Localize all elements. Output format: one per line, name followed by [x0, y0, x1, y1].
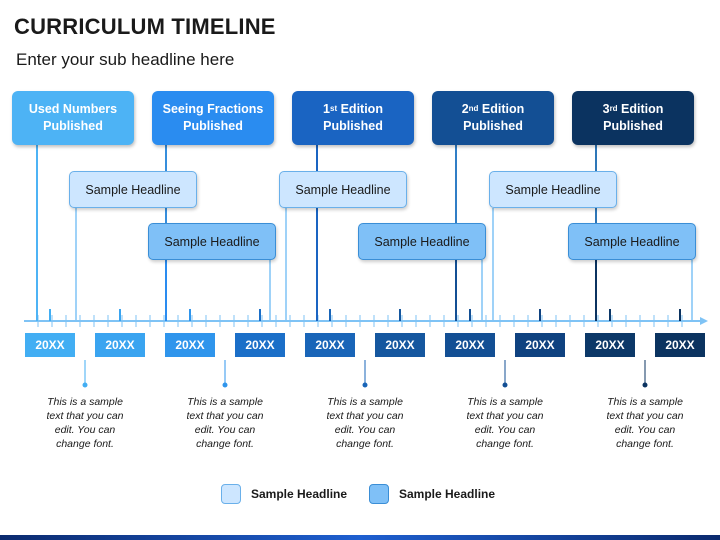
headline-box: Sample Headline — [489, 171, 617, 208]
description-line: edit. You can — [334, 424, 396, 436]
description-line: change font. — [616, 438, 674, 450]
description-line: This is a sample — [327, 396, 403, 408]
axis-arrow — [700, 317, 708, 325]
description-line: change font. — [476, 438, 534, 450]
description-line: This is a sample — [187, 396, 263, 408]
description-line: change font. — [336, 438, 394, 450]
milestone-label-rest: Edition — [478, 102, 525, 116]
milestone-ordinal: rd — [609, 104, 618, 113]
description-line: edit. You can — [54, 424, 116, 436]
milestone-ordinal: st — [330, 104, 338, 113]
year-label: 20XX — [585, 333, 635, 357]
description-text: This is a sample text that you can edit. Y… — [310, 395, 420, 451]
description-line: text that you can — [326, 410, 404, 422]
description-line: edit. You can — [614, 424, 676, 436]
milestone-label: 3 — [602, 102, 610, 116]
description-dot — [362, 382, 368, 388]
milestone-label: 1 — [323, 102, 330, 116]
year-label: 20XX — [375, 333, 425, 357]
legend-swatch — [221, 484, 241, 504]
description-line: This is a sample — [467, 396, 543, 408]
description-line: text that you can — [466, 410, 544, 422]
headline-box: Sample Headline — [69, 171, 197, 208]
headline-box: Sample Headline — [279, 171, 407, 208]
description-line: change font. — [56, 438, 114, 450]
year-label: 20XX — [515, 333, 565, 357]
description-line: change font. — [196, 438, 254, 450]
milestone-ordinal: nd — [468, 104, 479, 113]
legend-item: Sample Headline — [369, 484, 495, 504]
description-line: This is a sample — [47, 396, 123, 408]
description-dot — [82, 382, 88, 388]
milestone-label: Used Numbers — [28, 102, 118, 116]
headline-box: Sample Headline — [568, 223, 696, 260]
description-dot — [222, 382, 228, 388]
milestone-label-rest: Edition — [617, 102, 664, 116]
description-line: edit. You can — [194, 424, 256, 436]
year-label: 20XX — [165, 333, 215, 357]
legend-item: Sample Headline — [221, 484, 347, 504]
description-line: text that you can — [606, 410, 684, 422]
page-subtitle: Enter your sub headline here — [16, 50, 235, 69]
legend-label: Sample Headline — [399, 487, 496, 501]
milestone-status: Published — [603, 119, 663, 133]
milestone-label: Seeing Fractions — [162, 102, 264, 116]
bottom-accent-bar — [0, 535, 720, 540]
year-label: 20XX — [445, 333, 495, 357]
description-text: This is a sample text that you can edit. Y… — [170, 395, 280, 451]
year-label: 20XX — [25, 333, 75, 357]
description-dot — [642, 382, 648, 388]
headline-box: Sample Headline — [358, 223, 486, 260]
milestone-status: Published — [323, 119, 383, 133]
year-label: 20XX — [655, 333, 705, 357]
headline-box: Sample Headline — [148, 223, 276, 260]
description-line: This is a sample — [607, 396, 683, 408]
description-text: This is a sample text that you can edit. Y… — [30, 395, 140, 451]
description-text: This is a sample text that you can edit. Y… — [590, 395, 700, 451]
page-title: CURRICULUM TIMELINE — [14, 14, 276, 39]
description-text: This is a sample text that you can edit. Y… — [450, 395, 560, 451]
milestone-status: Published — [43, 119, 103, 133]
description-line: text that you can — [46, 410, 124, 422]
milestone-label: 2 — [461, 102, 469, 116]
milestone-status: Published — [463, 119, 523, 133]
description-dot — [502, 382, 508, 388]
legend-swatch — [369, 484, 389, 504]
description-line: text that you can — [186, 410, 264, 422]
milestone-status: Published — [183, 119, 243, 133]
legend-label: Sample Headline — [251, 487, 348, 501]
year-label: 20XX — [235, 333, 285, 357]
milestone-label-rest: Edition — [337, 102, 383, 116]
year-label: 20XX — [95, 333, 145, 357]
year-label: 20XX — [305, 333, 355, 357]
description-line: edit. You can — [474, 424, 536, 436]
